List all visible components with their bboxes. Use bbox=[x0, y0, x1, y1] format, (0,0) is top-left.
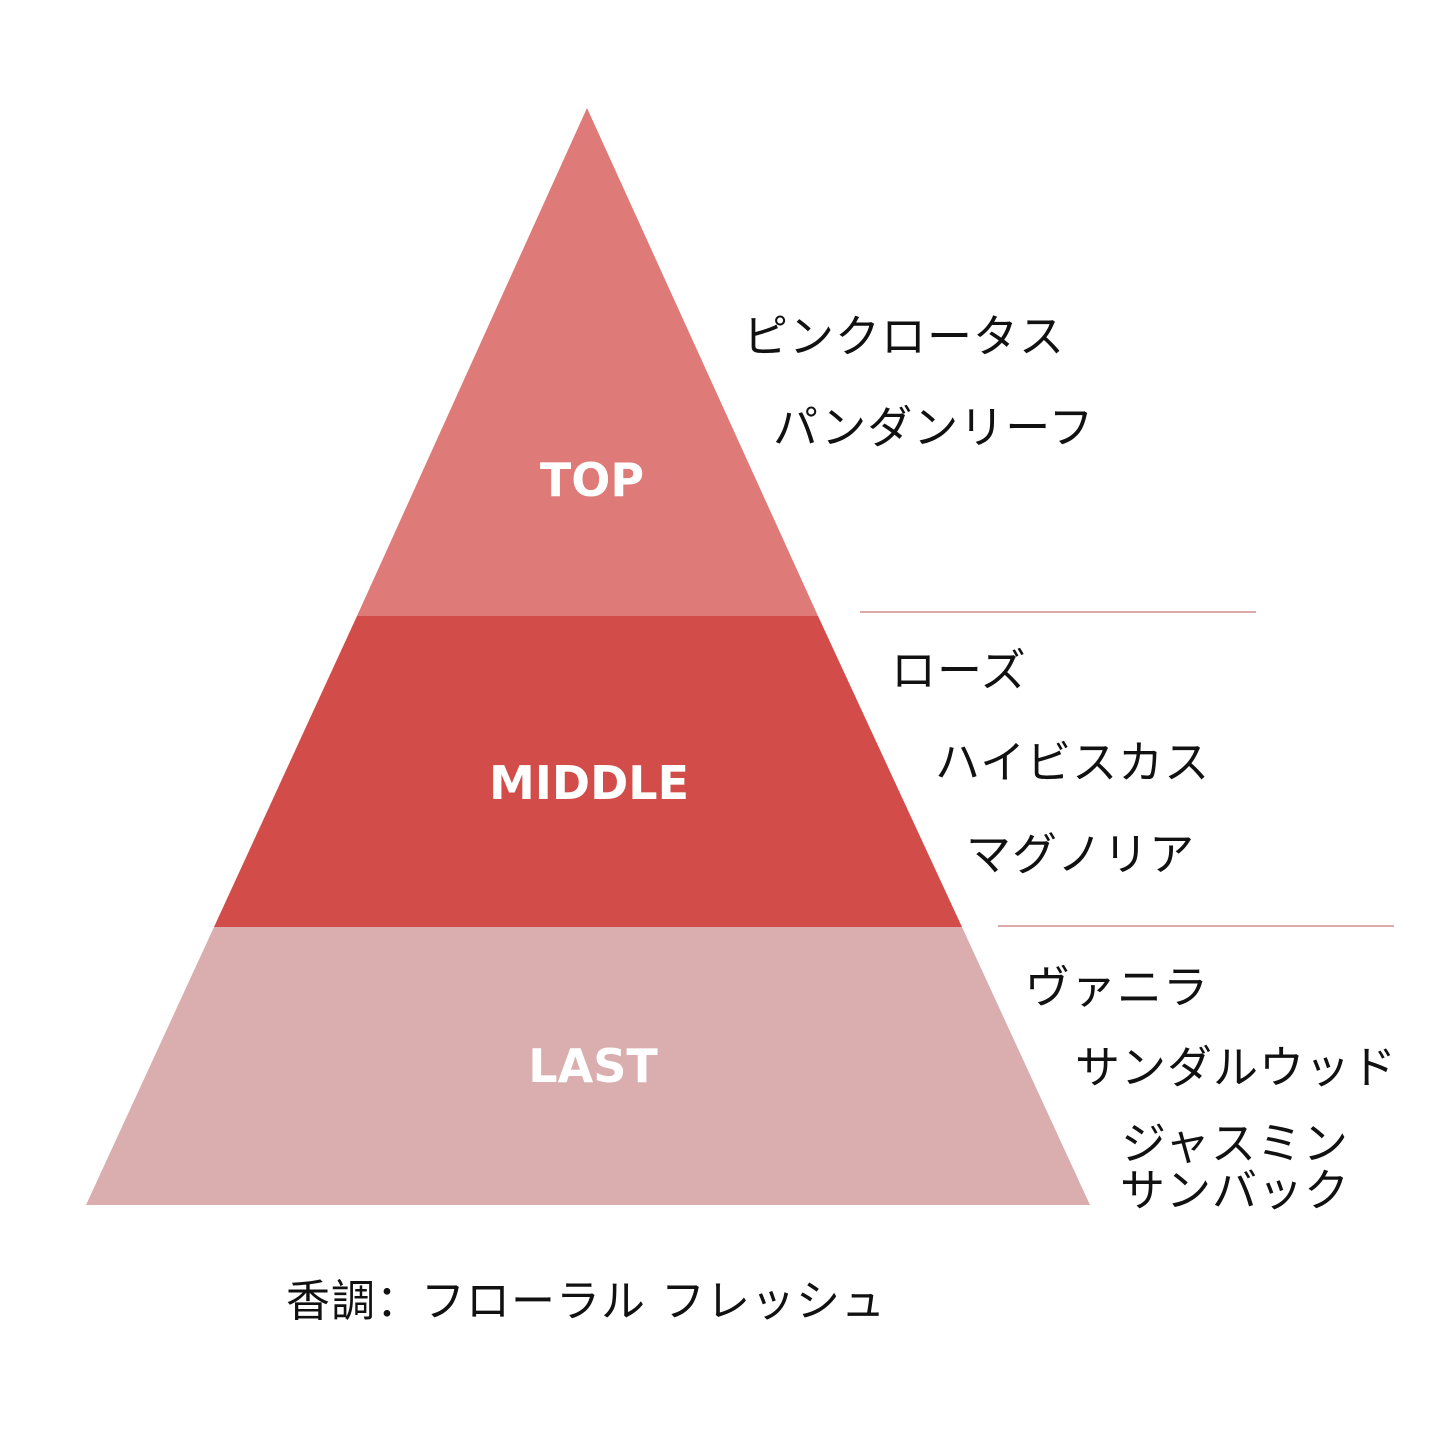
last-note: ジャスミン bbox=[1121, 1117, 1349, 1170]
last-note: サンバック bbox=[1119, 1164, 1350, 1218]
middle-note: マグノリア bbox=[966, 828, 1196, 881]
top-note: ピンクロータス bbox=[743, 310, 1066, 363]
last-note: サンダルウッド bbox=[1075, 1041, 1398, 1094]
middle-note: ローズ bbox=[891, 644, 1027, 697]
top-note: パンダンリーフ bbox=[773, 401, 1095, 454]
tier-top-shape bbox=[357, 108, 818, 616]
tier-last-shape bbox=[86, 927, 1090, 1205]
tier-top-label: TOP bbox=[540, 453, 644, 507]
tier-middle-shape bbox=[214, 616, 962, 927]
fragrance-family-caption: 香調：フローラル フレッシュ bbox=[286, 1276, 886, 1327]
tier-last-label: LAST bbox=[528, 1039, 658, 1093]
last-note: ヴァニラ bbox=[1025, 961, 1210, 1014]
middle-note: ハイビスカス bbox=[935, 736, 1211, 789]
last-note-group: ジャスミン サンバック bbox=[1105, 1120, 1365, 1215]
tier-middle-label: MIDDLE bbox=[489, 756, 689, 810]
